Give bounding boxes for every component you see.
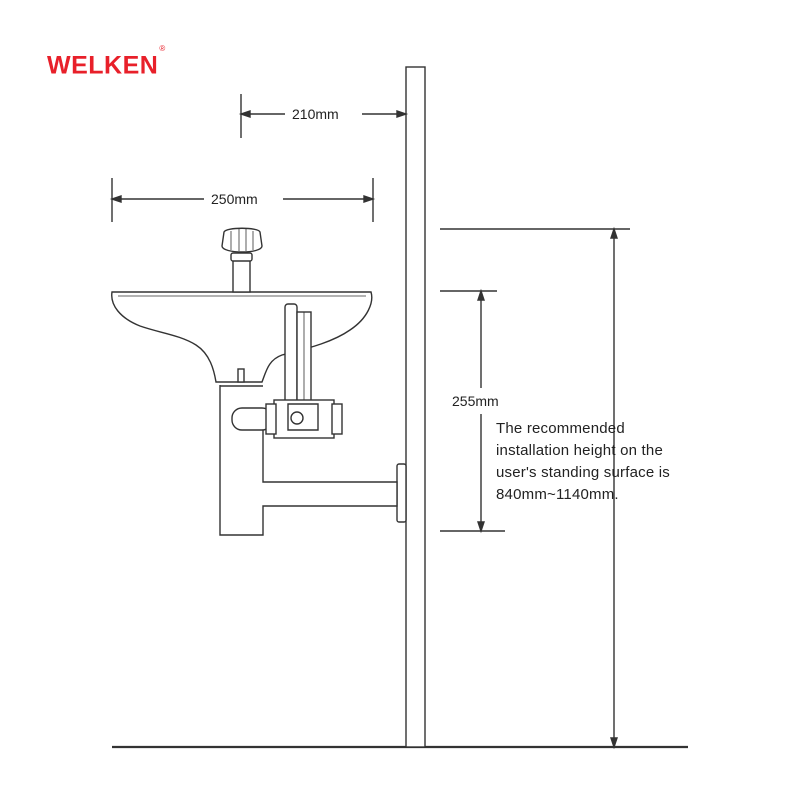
- valve-nut-left: [265, 403, 277, 435]
- valve-body: [273, 399, 335, 439]
- dim-250-arrow-right: [363, 195, 376, 203]
- note-line: user's standing surface is: [496, 464, 670, 481]
- dim-210-arrow-right: [396, 110, 409, 118]
- valve-handle: [287, 403, 319, 431]
- wall-flange: [396, 463, 407, 523]
- valve-nut-right: [331, 403, 343, 435]
- dim-255-arrow-bottom: [477, 521, 485, 534]
- registered-mark: ®: [159, 44, 166, 53]
- height-arrow-top: [610, 226, 618, 239]
- note-line: The recommended: [496, 420, 625, 437]
- valve-push-plate: [284, 303, 298, 415]
- valve-pivot: [290, 411, 304, 425]
- note-line: installation height on the: [496, 442, 663, 459]
- installation-note: The recommended installation height on t…: [496, 418, 736, 506]
- dim-label-210: 210mm: [288, 106, 343, 122]
- brand-logo: WELKEN®: [47, 44, 166, 80]
- dim-label-255: 255mm: [448, 393, 503, 409]
- brand-name: WELKEN: [47, 51, 159, 80]
- spray-head-cap: [221, 227, 263, 253]
- wall-post: [405, 66, 426, 748]
- spray-head-collar: [230, 252, 253, 262]
- dim-255-arrow-top: [477, 288, 485, 301]
- basin-stopper: [237, 368, 245, 383]
- dim-250-arrow-left: [109, 195, 122, 203]
- drain-pipe: [219, 385, 398, 536]
- note-line: 840mm~1140mm.: [496, 486, 619, 503]
- dim-210-arrow-left: [238, 110, 251, 118]
- dim-label-250: 250mm: [207, 191, 262, 207]
- height-arrow-bottom: [610, 737, 618, 750]
